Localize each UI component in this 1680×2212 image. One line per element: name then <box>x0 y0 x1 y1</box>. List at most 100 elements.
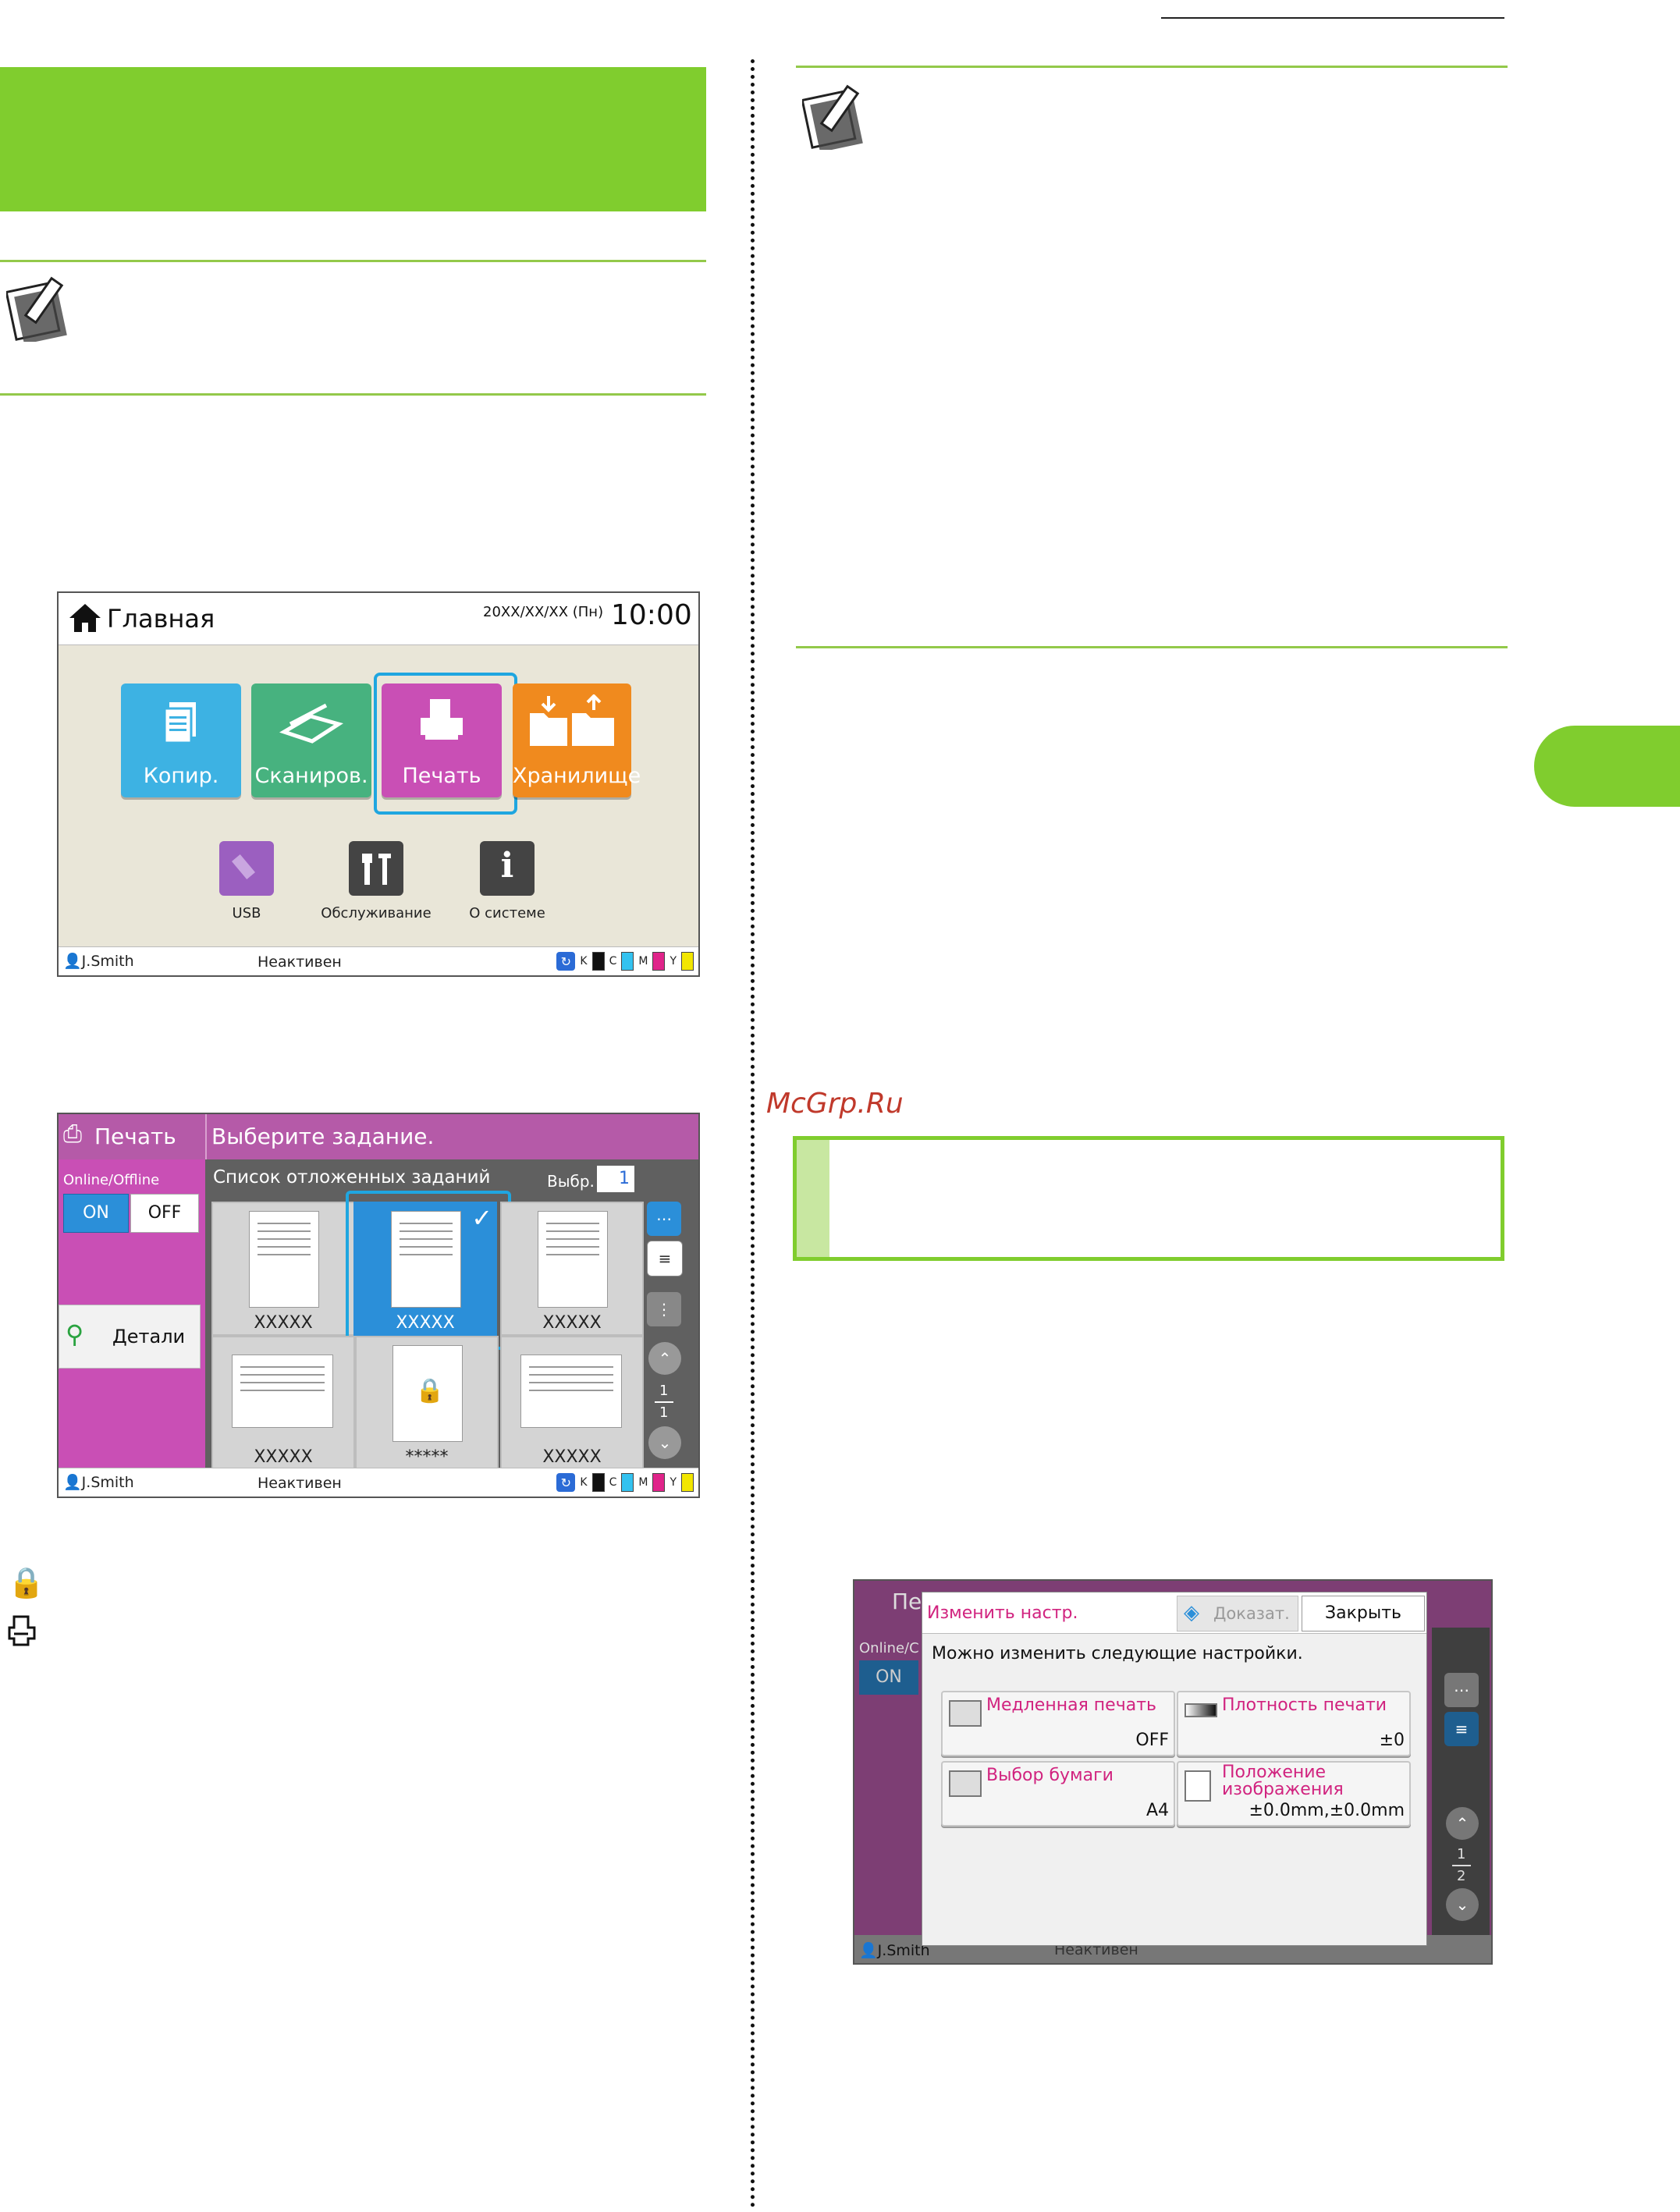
page-total: 2 <box>1457 1868 1466 1884</box>
note-pencil-icon <box>6 276 67 342</box>
slow-print-icon <box>949 1700 982 1727</box>
status-bar: 👤J.Smith Неактивен ↻ K C M Y <box>59 1468 698 1497</box>
tile-storage[interactable]: Хранилище <box>513 683 641 797</box>
printed-job-icon <box>8 1615 36 1646</box>
home-title: Главная <box>107 604 215 634</box>
image-position-button[interactable]: Положение изображения ±0.0mm,±0.0mm <box>1177 1761 1411 1827</box>
tile-about-label: О системе <box>469 905 545 921</box>
copy-icon <box>163 702 196 744</box>
watermark-text: McGrp.Ru <box>766 1088 904 1120</box>
scroll-up-icon[interactable]: ⌃ <box>648 1342 681 1375</box>
note-top-rule-left <box>0 260 706 262</box>
tile-label: Копир. <box>143 764 219 788</box>
slow-print-button[interactable]: Медленная печать OFF <box>941 1691 1175 1756</box>
print-density-value: ±0 <box>1379 1731 1405 1750</box>
job-card[interactable]: XXXXX <box>211 1202 355 1336</box>
print-icon <box>421 699 463 740</box>
tile-label: Печать <box>402 764 481 788</box>
tile-usb[interactable] <box>219 841 274 896</box>
usb-icon <box>232 854 256 879</box>
image-position-value: ±0.0mm,±0.0mm <box>1248 1801 1405 1820</box>
thumbnail-view-button: ⋯ <box>1444 1673 1479 1707</box>
note-top-rule-right <box>796 66 1508 68</box>
thumbnail-view-button[interactable]: ⋯ <box>647 1202 681 1236</box>
tools-icon <box>362 854 391 885</box>
page-current: 1 <box>659 1383 669 1399</box>
print-density-button[interactable]: Плотность печати ±0 <box>1177 1691 1411 1756</box>
job-card-selected[interactable]: ✓ XXXXX <box>353 1202 497 1336</box>
scroll-down-icon[interactable]: ⌄ <box>648 1426 681 1459</box>
magnifier-icon: ⚲ <box>66 1319 84 1349</box>
tile-label: Сканиров. <box>254 764 368 788</box>
scroll-up-icon: ⌃ <box>1446 1807 1479 1840</box>
paper-select-button[interactable]: Выбор бумаги A4 <box>941 1761 1175 1827</box>
online-off-button[interactable]: OFF <box>130 1194 199 1233</box>
dialog-title-bar: Изменить настр. ◈ Доказат. Закрыть <box>922 1592 1426 1634</box>
print-density-label: Плотность печати <box>1222 1695 1387 1715</box>
paper-select-value: A4 <box>1145 1801 1169 1820</box>
slow-print-value: OFF <box>1135 1731 1169 1750</box>
proof-label: Доказат. <box>1213 1604 1290 1623</box>
more-menu-icon[interactable]: ⋮ <box>647 1292 681 1326</box>
dialog-description: Можно изменить следующие настройки. <box>932 1644 1303 1663</box>
online-on-button[interactable]: ON <box>63 1194 129 1233</box>
storage-icon <box>530 694 614 746</box>
settings-dialog: Изменить настр. ◈ Доказат. Закрыть Можно… <box>922 1592 1427 1946</box>
select-count: 1 <box>597 1166 634 1192</box>
status-bar: 👤J.Smith Неактивен ↻ K C M Y <box>59 946 698 975</box>
job-card[interactable]: XXXXX <box>500 1336 644 1470</box>
note-bottom-rule-right <box>796 646 1508 648</box>
scan-icon <box>279 703 343 744</box>
job-name: XXXXX <box>542 1447 602 1467</box>
bg-on-button: ON <box>859 1660 918 1695</box>
job-card-locked[interactable]: 🔒 ***** <box>355 1336 499 1470</box>
details-label: Детали <box>112 1326 186 1347</box>
tile-scan[interactable]: Сканиров. <box>251 683 371 797</box>
home-header: Главная 20XX/XX/XX (Пн) 10:00 <box>59 593 698 645</box>
job-card[interactable]: XXXXX <box>211 1336 355 1470</box>
job-list-title: Список отложенных заданий <box>213 1167 491 1188</box>
user-name[interactable]: 👤J.Smith <box>63 953 134 970</box>
print-prompt: Выберите задание. <box>211 1124 435 1149</box>
header-rule <box>1161 17 1504 19</box>
print-screen: ⎙ Печать Выберите задание. Online/Offlin… <box>57 1113 700 1498</box>
bg-user-name: 👤J.Smith <box>859 1942 930 1959</box>
bg-mode-title: Пе <box>892 1589 922 1614</box>
chapter-tab <box>1534 726 1680 807</box>
home-date: 20XX/XX/XX (Пн) <box>483 604 604 620</box>
ink-levels: ↻ K C M Y <box>556 952 694 971</box>
tile-label: Хранилище <box>513 764 641 788</box>
select-label: Выбр. <box>547 1172 595 1191</box>
proof-button[interactable]: ◈ Доказат. <box>1177 1596 1298 1631</box>
status-text: Неактивен <box>258 1475 342 1492</box>
page-total: 1 <box>659 1404 669 1421</box>
print-mode-title: Печать <box>94 1124 176 1149</box>
refresh-icon[interactable]: ↻ <box>556 952 576 971</box>
paper-tray-icon <box>949 1770 982 1797</box>
tile-copy[interactable]: Копир. <box>121 683 241 797</box>
tile-print[interactable]: Печать <box>382 683 502 797</box>
image-position-icon <box>1185 1770 1211 1802</box>
proof-icon: ◈ <box>1184 1601 1199 1624</box>
note-bottom-rule-left <box>0 393 706 396</box>
user-name[interactable]: 👤J.Smith <box>63 1474 134 1491</box>
slow-print-label: Медленная печать <box>986 1695 1156 1715</box>
list-view-button: ≡ <box>1444 1712 1479 1746</box>
job-name: ***** <box>405 1447 449 1467</box>
note-pencil-icon <box>802 84 863 150</box>
close-button[interactable]: Закрыть <box>1302 1596 1425 1631</box>
job-card[interactable]: XXXXX <box>500 1202 644 1336</box>
tile-maintenance-label: Обслуживание <box>321 905 432 921</box>
tile-maintenance[interactable] <box>349 841 403 896</box>
page-current: 1 <box>1457 1846 1466 1862</box>
scroll-down-icon: ⌄ <box>1446 1888 1479 1921</box>
details-button[interactable]: ⚲ Детали <box>59 1305 201 1369</box>
density-icon <box>1185 1703 1217 1717</box>
section-banner <box>0 67 706 211</box>
tile-about[interactable]: i <box>480 841 535 896</box>
paper-select-label: Выбор бумаги <box>986 1766 1113 1785</box>
checkmark-icon: ✓ <box>471 1203 492 1233</box>
list-view-button[interactable]: ≡ <box>647 1241 683 1276</box>
refresh-icon[interactable]: ↻ <box>556 1473 576 1492</box>
settings-screen: Пе Online/C ON ⋯ ≡ ⌃ 1 2 ⌄ 👤J.Smith Неак… <box>853 1579 1493 1965</box>
